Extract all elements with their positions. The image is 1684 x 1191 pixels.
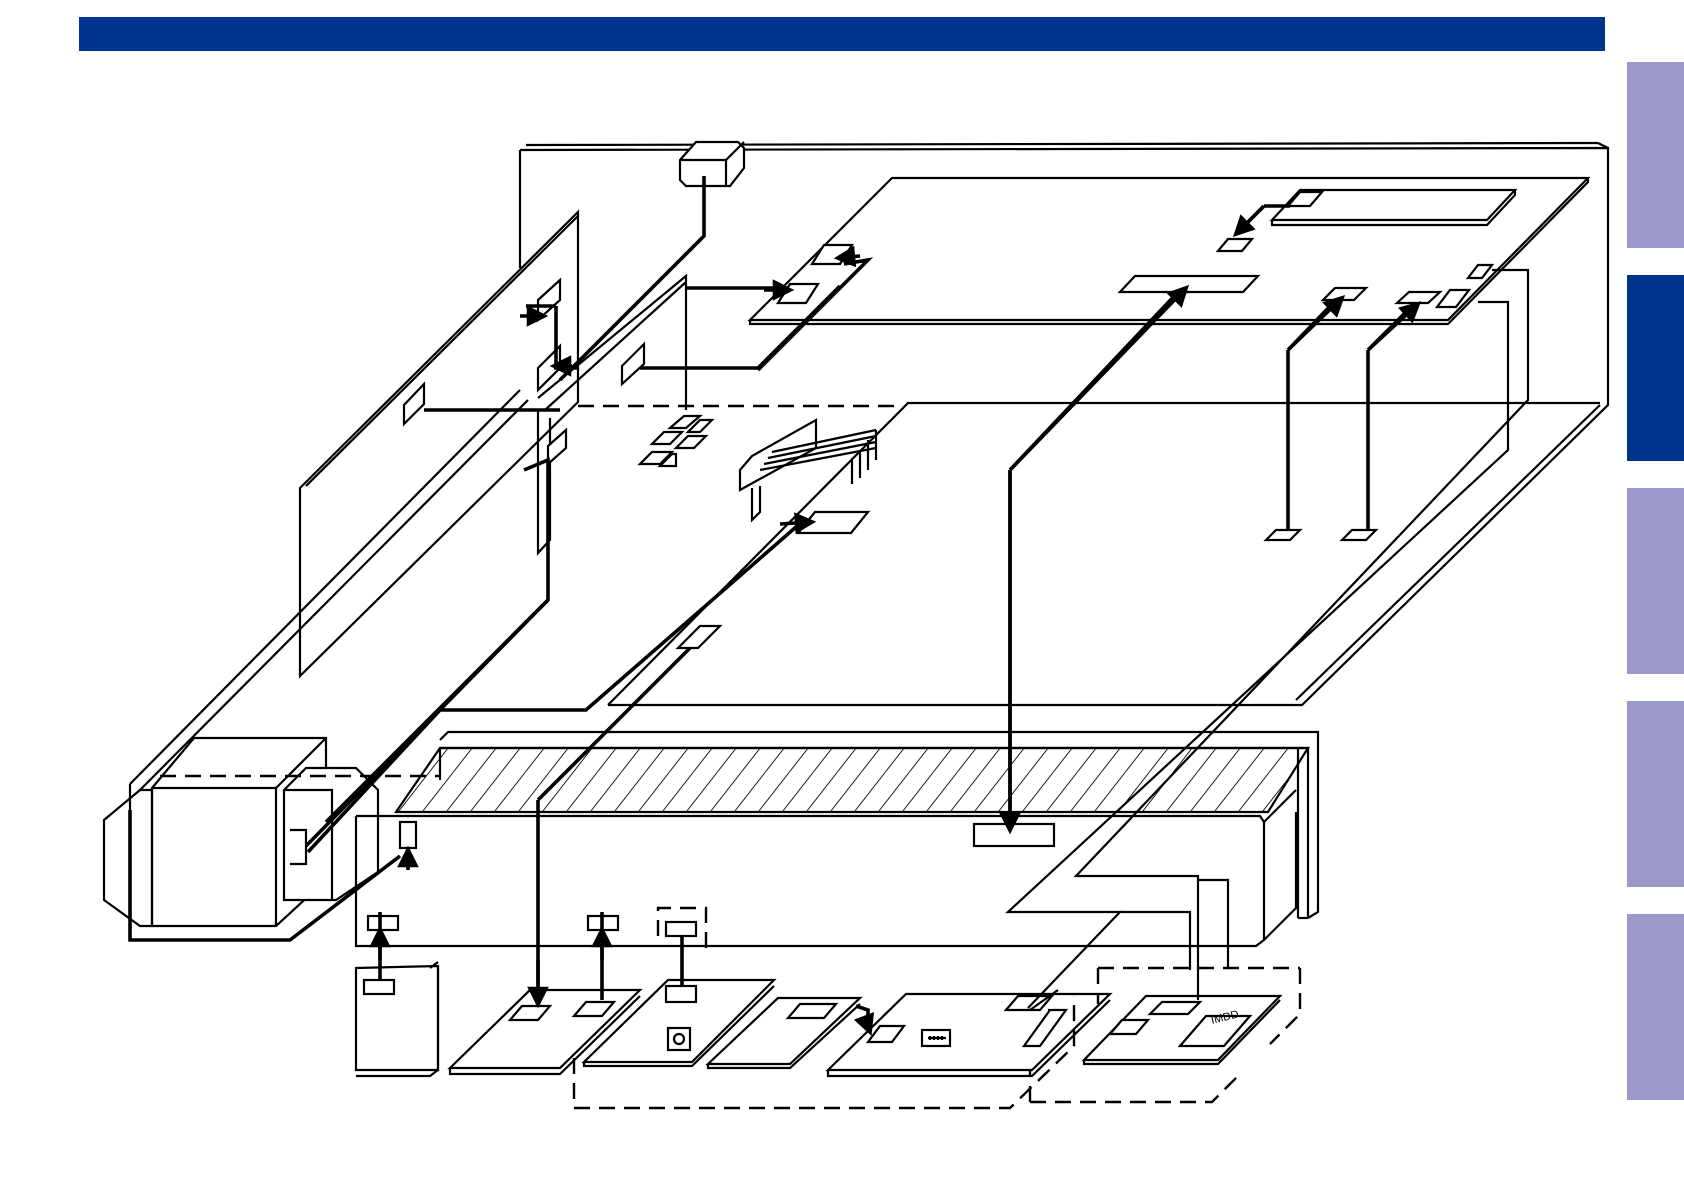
bottom-boards: IMDD — [356, 962, 1280, 1076]
arrowheads — [380, 206, 1418, 1032]
power-inlet — [680, 142, 744, 186]
left-vertical-boards — [300, 212, 686, 676]
interconnect-wires — [1008, 270, 1528, 1010]
connector-cluster — [640, 416, 876, 648]
heatsink — [396, 732, 1318, 918]
amp-board — [356, 790, 1296, 950]
